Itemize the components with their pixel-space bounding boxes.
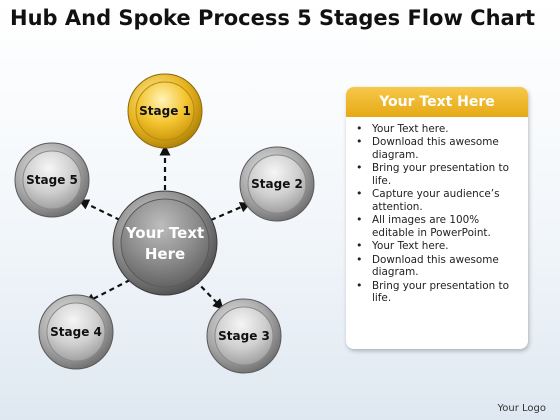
- arrow-to-stage-5: [78, 199, 121, 221]
- stage-3-node: Stage 3: [206, 298, 282, 374]
- list-item: Capture your audience’s attention.: [354, 188, 522, 213]
- stage-3-label: Stage 3: [218, 329, 270, 343]
- list-item: Download this awesome diagram.: [354, 254, 522, 279]
- text-panel: Your Text Here Your Text here. Download …: [346, 87, 528, 349]
- list-item: Bring your presentation to life.: [354, 280, 522, 305]
- stage-4-label: Stage 4: [50, 325, 102, 339]
- stage-1-label: Stage 1: [139, 104, 191, 118]
- stage-2-node: Stage 2: [239, 146, 315, 222]
- logo-text: Your Logo: [497, 403, 546, 414]
- list-item: Download this awesome diagram.: [354, 136, 522, 161]
- stage-4-node: Stage 4: [38, 294, 114, 370]
- arrow-to-stage-4: [84, 279, 131, 304]
- arrow-to-stage-2: [210, 202, 252, 222]
- bullet-list: Your Text here. Download this awesome di…: [346, 123, 528, 305]
- panel-heading: Your Text Here: [346, 87, 528, 117]
- hub-node: Your Text Here: [112, 190, 218, 296]
- list-item: All images are 100% editable in PowerPoi…: [354, 214, 522, 239]
- arrow-to-stage-3: [194, 279, 224, 310]
- page-title: Hub And Spoke Process 5 Stages Flow Char…: [10, 6, 536, 30]
- list-item: Your Text here.: [354, 123, 522, 136]
- list-item: Your Text here.: [354, 240, 522, 253]
- stage-5-node: Stage 5: [14, 142, 90, 218]
- list-item: Bring your presentation to life.: [354, 162, 522, 187]
- hub-label-line-2: Here: [145, 245, 185, 263]
- stage-2-label: Stage 2: [251, 177, 303, 191]
- stage-1-node: Stage 1: [127, 73, 203, 149]
- spoke-arrows: [78, 144, 252, 310]
- hub-label-line-1: Your Text: [125, 224, 204, 242]
- stage-5-label: Stage 5: [26, 173, 78, 187]
